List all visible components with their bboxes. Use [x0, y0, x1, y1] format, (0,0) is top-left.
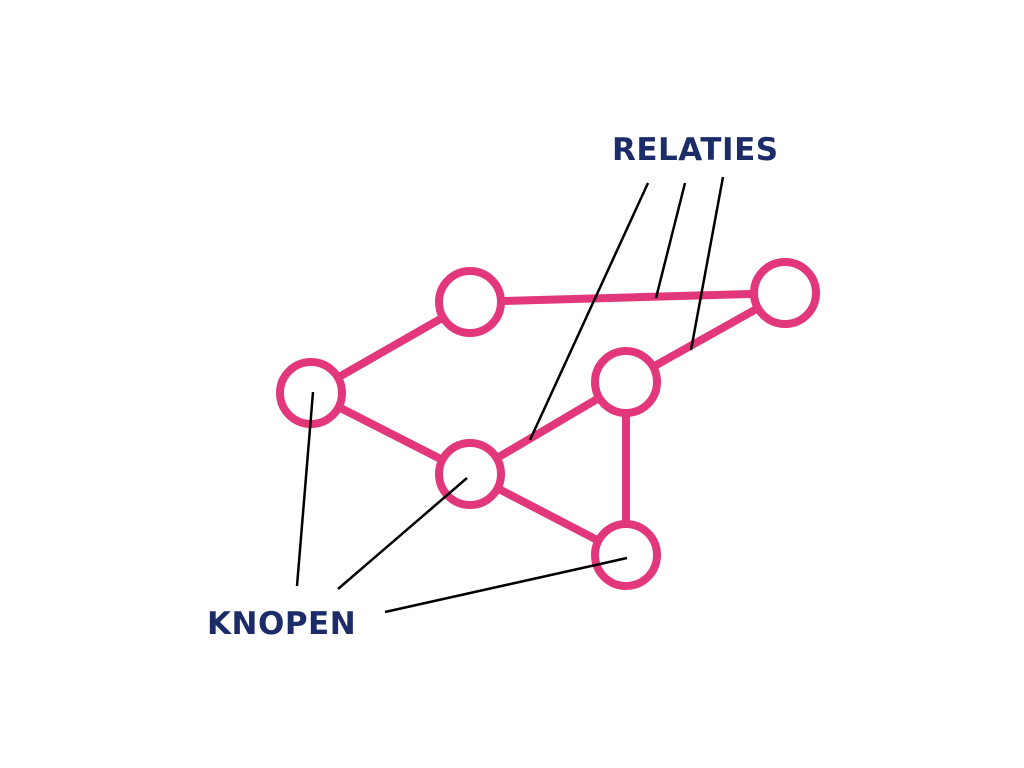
node-B — [750, 258, 820, 328]
relations-label: RELATIES — [612, 132, 779, 168]
edge-A-B — [469, 289, 786, 306]
relation-leader-3 — [689, 176, 725, 351]
nodes-label: KNOPEN — [207, 606, 357, 642]
node-leader-2 — [337, 477, 468, 590]
relation-leader-1 — [528, 182, 650, 441]
relation-leader-2 — [654, 182, 687, 299]
node-D — [591, 347, 661, 417]
node-leader-1 — [295, 391, 315, 587]
node-A — [435, 267, 505, 337]
node-leader-3 — [384, 556, 628, 614]
node-F — [591, 520, 661, 590]
